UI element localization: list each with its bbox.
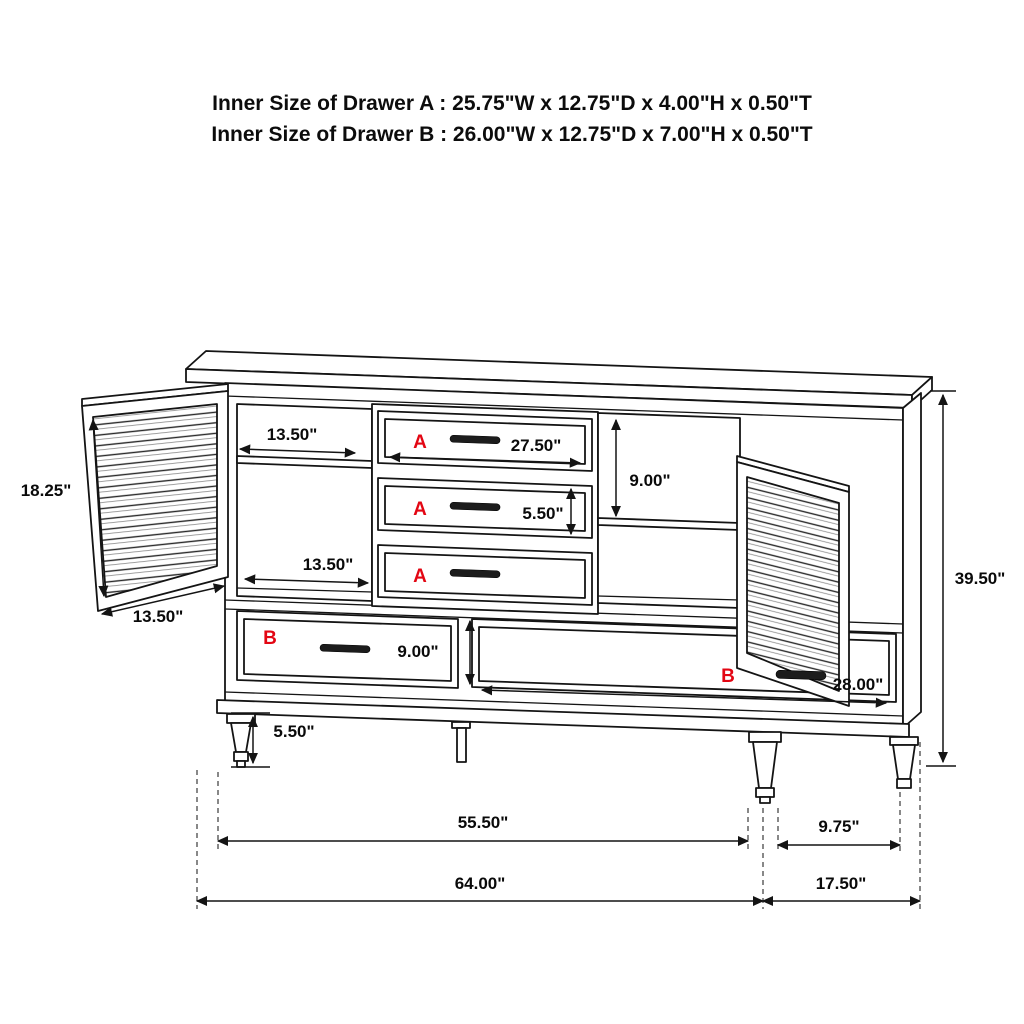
body-side-panel <box>902 392 922 729</box>
drawer-a1-handle <box>449 434 501 445</box>
leg-taper <box>230 722 252 753</box>
drawer-handles <box>319 434 827 681</box>
leg-tip <box>759 796 771 804</box>
leg-center <box>451 721 471 763</box>
drawer-a2-bevel <box>384 485 586 532</box>
dim-drawer-a-width-label: 27.50" <box>511 436 562 455</box>
drawer-a1-bevel <box>384 418 586 465</box>
leg-cap <box>889 736 919 746</box>
dim-drawer-a-width: 27.50" <box>388 436 582 468</box>
leg-foot <box>896 778 912 789</box>
drawer-b-right-handle <box>775 669 827 681</box>
leg-foot <box>755 787 775 798</box>
right-opening <box>597 412 741 609</box>
dim-overall-height: 39.50" <box>926 390 1006 767</box>
drawer-a3-letter: A <box>413 566 427 587</box>
dimension-arrow <box>480 685 888 708</box>
dimensions: 13.50" 18.25" 27.50" 9.00" 5.50" 13.50" … <box>21 390 1006 907</box>
leg-cap <box>226 713 256 724</box>
dim-overall-width-label: 64.00" <box>455 874 506 893</box>
dim-drawer-a-height-label: 5.50" <box>522 504 563 523</box>
leg-front-right <box>748 731 782 804</box>
dimension-arrow <box>100 583 226 617</box>
dim-left-door-width-label: 13.50" <box>133 607 184 626</box>
dim-front-width-legs: 55.50" <box>216 813 750 847</box>
drawer-b-left-bevel <box>243 618 452 682</box>
drawer-b-right-letter: B <box>721 666 735 687</box>
dresser-top <box>185 350 933 409</box>
dim-drawer-b-height-label: 9.00" <box>397 642 438 661</box>
leg-taper <box>752 741 778 789</box>
leg-rear-right <box>889 736 919 789</box>
drawer-a3-bevel <box>384 552 586 599</box>
dim-right-opening-height: 9.00" <box>610 418 671 518</box>
drawer-a1-letter: A <box>413 432 427 453</box>
drawer-a2-handle <box>449 501 501 512</box>
dim-left-door-width: 13.50" <box>100 583 226 626</box>
dim-drawer-b-width: 28.00" <box>480 675 888 708</box>
drawer-b-left-letter: B <box>263 628 277 649</box>
dim-overall-depth: 17.50" <box>761 874 922 907</box>
extension-lines <box>196 742 921 909</box>
dim-left-door-height: 18.25" <box>21 418 109 598</box>
left-louvered-door <box>81 383 229 612</box>
dim-shelf-depth-label: 13.50" <box>267 425 318 444</box>
dim-right-opening-height-label: 9.00" <box>629 471 670 490</box>
dimension-arrow <box>243 574 370 588</box>
top-molding-line <box>224 395 904 421</box>
drawer-letters: A A A B B <box>263 432 735 687</box>
dim-overall-width: 64.00" <box>195 874 765 907</box>
dim-drawer-b-height: 9.00" <box>397 619 476 686</box>
dim-left-opening-width-label: 13.50" <box>303 555 354 574</box>
drawer-a2-letter: A <box>413 499 427 520</box>
dim-front-width-legs-label: 55.50" <box>458 813 509 832</box>
leg-taper <box>892 744 916 780</box>
leg-front-left <box>226 713 256 768</box>
dim-shelf-depth: 13.50" <box>238 425 357 458</box>
leg-tip <box>236 760 246 768</box>
dim-drawer-b-width-label: 28.00" <box>833 675 884 694</box>
leg-foot <box>233 751 249 762</box>
dim-leg-height: 5.50" <box>231 712 315 768</box>
dim-overall-depth-label: 17.50" <box>816 874 867 893</box>
leg-post <box>456 727 467 763</box>
dim-leg-height-label: 5.50" <box>273 722 314 741</box>
left-floor-line <box>236 587 373 593</box>
door-louvers <box>746 476 840 692</box>
leg-cap <box>748 731 782 743</box>
dim-side-depth-legs: 9.75" <box>776 817 902 851</box>
dim-left-opening-width: 13.50" <box>243 555 370 588</box>
dim-drawer-a-height: 5.50" <box>522 487 577 536</box>
title-block: Inner Size of Drawer A : 25.75"W x 12.75… <box>0 88 1024 150</box>
dim-overall-height-label: 39.50" <box>955 569 1006 588</box>
dim-side-depth-legs-label: 9.75" <box>818 817 859 836</box>
drawer-b-inner-size-text: Inner Size of Drawer B : 26.00"W x 12.75… <box>211 123 813 146</box>
right-louvered-door <box>736 455 850 707</box>
dimension-arrow <box>88 418 109 598</box>
dimension-arrow <box>238 444 357 458</box>
dimension-arrow <box>388 452 582 468</box>
drawer-b-left-handle <box>319 643 371 654</box>
dim-left-door-height-label: 18.25" <box>21 481 72 500</box>
door-louvers <box>92 403 218 598</box>
drawer-a-inner-size-text: Inner Size of Drawer A : 25.75"W x 12.75… <box>212 92 812 115</box>
right-floor-line <box>597 595 741 601</box>
right-compartment <box>597 412 741 609</box>
drawer-a3-handle <box>449 568 501 579</box>
